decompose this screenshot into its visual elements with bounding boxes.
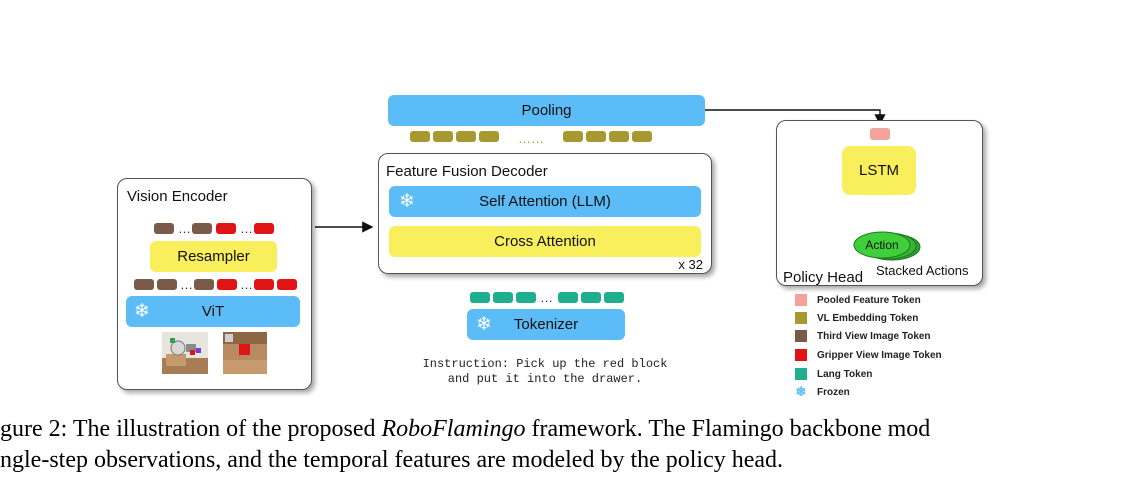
vl-embedding-token bbox=[456, 131, 476, 142]
vl-token-ellipsis: …… bbox=[518, 131, 544, 146]
self-attention-block: Self Attention (LLM) bbox=[389, 186, 701, 217]
instruction-line-1: Instruction: Pick up the red block bbox=[422, 357, 668, 371]
gripper-view-token bbox=[254, 279, 274, 290]
figure-caption-line-2: ngle-step observations, and the temporal… bbox=[0, 447, 784, 473]
policy-head-title: Policy Head bbox=[783, 269, 864, 286]
legend-swatch bbox=[795, 368, 807, 380]
token-ellipsis: … bbox=[240, 221, 253, 236]
legend-swatch bbox=[795, 349, 807, 361]
legend-item: ❄ Frozen bbox=[795, 384, 850, 399]
legend-item: Gripper View Image Token bbox=[795, 349, 942, 361]
caption-text: framework. The Flamingo backbone mod bbox=[525, 416, 931, 442]
token-ellipsis: … bbox=[180, 277, 193, 292]
token-ellipsis: … bbox=[240, 277, 253, 292]
stacked-actions-ellipses bbox=[853, 231, 921, 261]
third-view-token bbox=[154, 223, 174, 234]
tokenizer-label: Tokenizer bbox=[513, 316, 579, 333]
snowflake-icon: ❄ bbox=[476, 314, 492, 335]
resampler-block: Resampler bbox=[150, 241, 277, 272]
vit-block: ViT bbox=[126, 296, 300, 327]
vl-embedding-token bbox=[410, 131, 430, 142]
gripper-view-token bbox=[216, 223, 236, 234]
third-view-token bbox=[157, 279, 177, 290]
lang-token bbox=[604, 292, 624, 303]
pooled-feature-token bbox=[870, 128, 890, 140]
tokenizer-block: Tokenizer bbox=[467, 309, 625, 340]
legend-item: Third View Image Token bbox=[795, 330, 931, 342]
legend-label: VL Embedding Token bbox=[817, 312, 919, 324]
arrow-pooling-to-policy bbox=[705, 109, 886, 126]
gripper-view-token bbox=[277, 279, 297, 290]
snowflake-icon: ❄ bbox=[399, 191, 415, 212]
decoder-repeat-count: x 32 bbox=[678, 257, 703, 272]
vision-encoder-title: Vision Encoder bbox=[127, 188, 228, 205]
gripper-view-token bbox=[217, 279, 237, 290]
snowflake-icon: ❄ bbox=[795, 384, 807, 399]
caption-emphasis: RoboFlamingo bbox=[381, 416, 526, 442]
vl-embedding-token bbox=[632, 131, 652, 142]
third-view-token bbox=[134, 279, 154, 290]
pooling-block: Pooling bbox=[388, 95, 705, 126]
lang-token bbox=[558, 292, 578, 303]
caption-text: gure 2: The illustration of the proposed bbox=[0, 416, 382, 442]
cross-attention-block: Cross Attention bbox=[389, 226, 701, 257]
legend-label: Third View Image Token bbox=[817, 330, 931, 342]
legend-swatch bbox=[795, 312, 807, 324]
legend-swatch bbox=[795, 294, 807, 306]
snowflake-icon: ❄ bbox=[134, 301, 150, 322]
stacked-actions-label: Stacked Actions bbox=[876, 263, 969, 278]
legend-item: Lang Token bbox=[795, 368, 872, 380]
vl-embedding-token bbox=[563, 131, 583, 142]
third-view-image bbox=[162, 332, 208, 374]
lstm-block: LSTM bbox=[842, 146, 916, 195]
vit-label: ViT bbox=[201, 303, 225, 320]
gripper-view-image bbox=[223, 332, 267, 374]
lang-token bbox=[470, 292, 490, 303]
vl-embedding-token bbox=[586, 131, 606, 142]
self-attention-label: Self Attention (LLM) bbox=[479, 193, 611, 210]
token-ellipsis: … bbox=[178, 221, 191, 236]
legend-item: VL Embedding Token bbox=[795, 312, 918, 324]
legend-label: Pooled Feature Token bbox=[817, 294, 921, 306]
legend-label: Lang Token bbox=[817, 368, 873, 380]
figure-caption-line-1: gure 2: The illustration of the proposed… bbox=[0, 415, 930, 443]
third-view-token bbox=[194, 279, 214, 290]
lang-token-ellipsis: … bbox=[540, 290, 553, 305]
lang-token bbox=[493, 292, 513, 303]
legend-item: Pooled Feature Token bbox=[795, 294, 921, 306]
vl-embedding-token bbox=[479, 131, 499, 142]
decoder-title: Feature Fusion Decoder bbox=[386, 163, 548, 180]
legend-swatch bbox=[795, 330, 807, 342]
third-view-token bbox=[192, 223, 212, 234]
lang-token bbox=[581, 292, 601, 303]
legend-label: Frozen bbox=[817, 386, 850, 398]
vl-embedding-token bbox=[433, 131, 453, 142]
instruction-line-2: and put it into the drawer. bbox=[447, 372, 643, 386]
lang-token bbox=[516, 292, 536, 303]
vl-embedding-token bbox=[609, 131, 629, 142]
gripper-view-token bbox=[254, 223, 274, 234]
action-label: Action bbox=[865, 238, 899, 252]
instruction-text: Instruction: Pick up the red block and p… bbox=[410, 357, 680, 387]
legend-label: Gripper View Image Token bbox=[817, 349, 942, 361]
